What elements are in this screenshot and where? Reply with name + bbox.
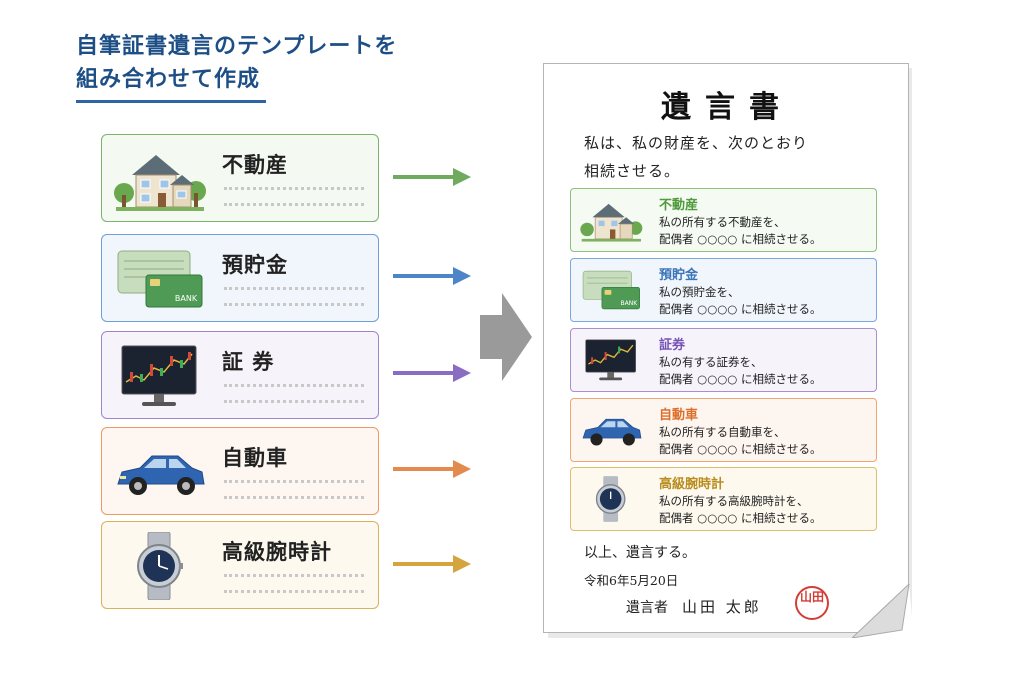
arrow-right-icon: [393, 267, 471, 285]
transition-arrow-icon: [480, 293, 532, 381]
clause-securities: 証券 私の有する証券を、 配偶者 ○○○○ に相続させる。: [570, 328, 877, 392]
document-date: 令和6年5月20日: [584, 573, 679, 588]
clause-text: 私の預貯金を、: [659, 285, 740, 299]
placeholder-dots: [224, 303, 364, 306]
clause-real-estate: 不動産 私の所有する不動産を、 配偶者 ○○○○ に相続させる。: [570, 188, 877, 252]
placeholder-dots: [224, 574, 364, 577]
clause-text: 私の所有する不動産を、: [659, 215, 786, 229]
page-title: 自筆証書遺言のテンプレートを 組み合わせて作成: [76, 30, 397, 96]
car-icon: [112, 438, 207, 506]
arrow-right-icon: [393, 460, 471, 478]
car-icon: [579, 407, 643, 453]
svg-text:BANK: BANK: [175, 294, 198, 303]
asset-label: 預貯金: [222, 253, 288, 277]
placeholder-dots: [224, 480, 364, 483]
page-title-line2: 組み合わせて作成: [76, 67, 261, 92]
page-title-line1: 自筆証書遺言のテンプレートを: [76, 34, 398, 59]
asset-card-real-estate: 不動産: [101, 134, 379, 222]
clause-text: 配偶者 ○○○○ に相続させる。: [659, 372, 822, 386]
name-seal: 山田: [795, 586, 829, 620]
svg-text:BANK: BANK: [620, 300, 638, 307]
asset-card-car: 自動車: [101, 427, 379, 515]
clause-text: 私の有する証券を、: [659, 355, 763, 369]
clause-car: 自動車 私の所有する自動車を、 配偶者 ○○○○ に相続させる。: [570, 398, 877, 462]
placeholder-dots: [224, 496, 364, 499]
placeholder-dots: [224, 203, 364, 206]
clause-title: 証券: [659, 338, 686, 353]
clause-text: 配偶者 ○○○○ に相続させる。: [659, 442, 822, 456]
clause-text: 私の所有する自動車を、: [659, 425, 786, 439]
clause-title: 高級腕時計: [659, 477, 725, 492]
house-icon: [112, 145, 207, 213]
placeholder-dots: [224, 384, 364, 387]
page-curl-icon: [852, 584, 914, 638]
arrow-right-icon: [393, 168, 471, 186]
house-icon: [579, 197, 643, 243]
bank-card-icon: BANK: [579, 267, 643, 313]
stock-chart-monitor-icon: [579, 337, 643, 383]
bank-card-icon: BANK: [112, 245, 207, 313]
title-underline: [76, 100, 266, 103]
placeholder-dots: [224, 400, 364, 403]
will-document: 遺言書 私は、私の財産を、次のとおり 相続させる。 不動産 私の所有する不動産を…: [543, 63, 909, 633]
clause-title: 不動産: [659, 198, 699, 213]
document-intro: 私は、私の財産を、次のとおり: [584, 134, 809, 152]
clause-text: 私の所有する高級腕時計を、: [659, 494, 809, 508]
placeholder-dots: [224, 287, 364, 290]
asset-card-watch: 高級腕時計: [101, 521, 379, 609]
testator-name: 山田 太郎: [682, 598, 762, 616]
wristwatch-icon: [112, 531, 207, 601]
asset-label: 証 券: [222, 350, 275, 374]
clause-title: 預貯金: [659, 268, 699, 283]
document-closing: 以上、遺言する。: [584, 545, 696, 561]
document-intro: 相続させる。: [584, 162, 681, 180]
arrow-right-icon: [393, 555, 471, 573]
placeholder-dots: [224, 590, 364, 593]
document-title: 遺言書: [661, 90, 793, 125]
asset-label: 高級腕時計: [222, 540, 332, 564]
clause-watch: 高級腕時計 私の所有する高級腕時計を、 配偶者 ○○○○ に相続させる。: [570, 467, 877, 531]
asset-label: 不動産: [222, 153, 288, 177]
document-testator: 遺言者山田 太郎: [626, 596, 762, 617]
asset-card-securities: 証 券: [101, 331, 379, 419]
testator-label: 遺言者: [626, 600, 668, 616]
asset-card-savings: BANK 預貯金: [101, 234, 379, 322]
clause-text: 配偶者 ○○○○ に相続させる。: [659, 302, 822, 316]
wristwatch-icon: [579, 476, 643, 522]
clause-title: 自動車: [659, 408, 699, 423]
clause-text: 配偶者 ○○○○ に相続させる。: [659, 232, 822, 246]
clause-savings: BANK 預貯金 私の預貯金を、 配偶者 ○○○○ に相続させる。: [570, 258, 877, 322]
placeholder-dots: [224, 187, 364, 190]
arrow-right-icon: [393, 364, 471, 382]
stock-chart-monitor-icon: [112, 342, 207, 410]
seal-text: 山田: [799, 590, 824, 604]
asset-label: 自動車: [222, 446, 288, 470]
clause-text: 配偶者 ○○○○ に相続させる。: [659, 511, 822, 525]
